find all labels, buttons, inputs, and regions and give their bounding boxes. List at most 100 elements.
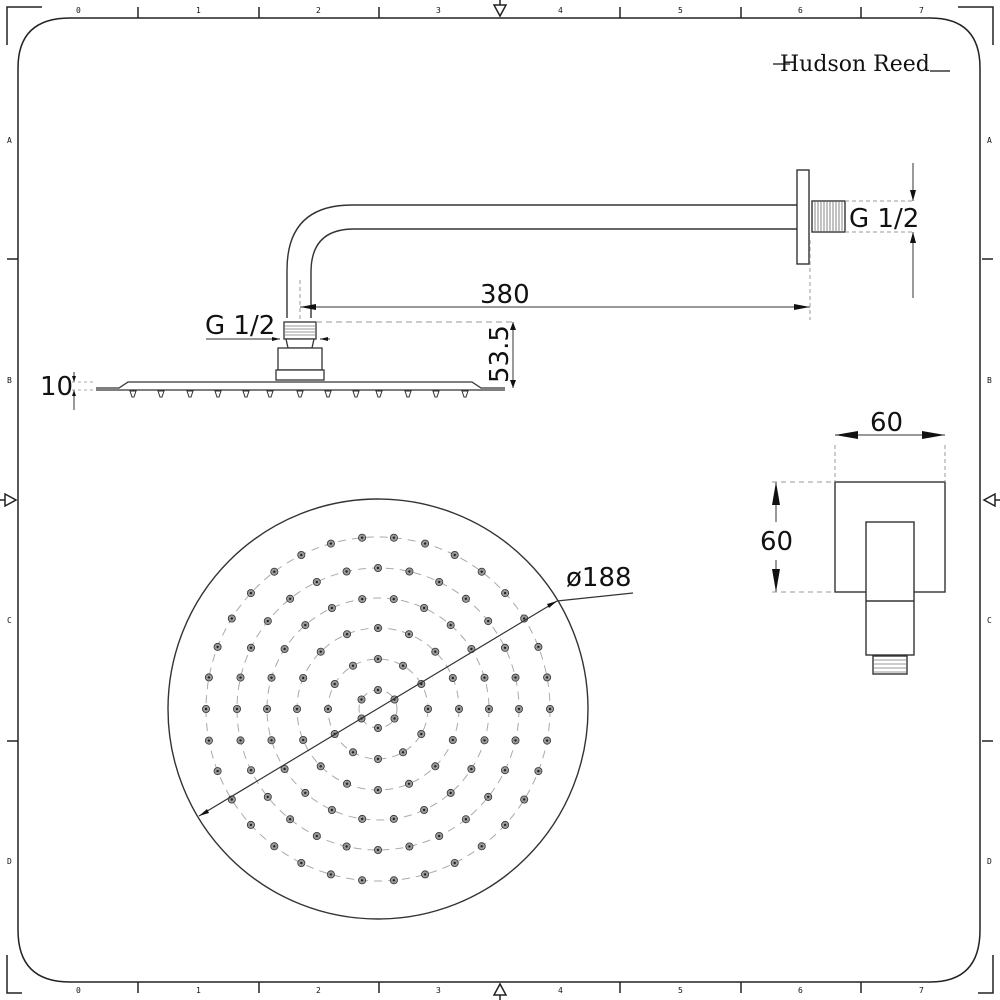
wall-outlet-view [834, 481, 946, 675]
nozzle-center [295, 707, 299, 711]
nozzle-center [207, 676, 211, 679]
side-view-shower-arm [286, 169, 846, 318]
col-label-1: 1 [196, 6, 201, 15]
head-thread-dimension: G 1/2 [205, 311, 275, 341]
nozzle-center [393, 717, 396, 720]
nozzle-center [249, 646, 253, 649]
nozzle-center [376, 757, 380, 761]
nozzle-center [273, 845, 276, 848]
head-thickness-dimension: 10 [40, 372, 73, 402]
nozzle-center [330, 606, 334, 610]
nozzle-center [376, 566, 380, 570]
nozzle-center [408, 570, 411, 573]
row-label-d: D [7, 857, 12, 866]
col-label-7: 7 [919, 986, 924, 995]
nozzle-center [451, 738, 454, 742]
nozzle-center [453, 553, 456, 557]
row-label-d: D [987, 857, 992, 866]
shower-head-top-view [167, 498, 634, 920]
nozzle-center [457, 707, 461, 711]
col-label-1: 1 [196, 986, 201, 995]
nozzle-center [438, 580, 441, 584]
nozzle-center [376, 657, 380, 661]
outlet-height-dimension: 60 [760, 527, 793, 557]
col-label-2: 2 [316, 986, 321, 995]
nozzle-center [545, 676, 549, 679]
col-label-0: 0 [76, 986, 81, 995]
col-label-4: 4 [558, 6, 563, 15]
nozzle-center [326, 707, 330, 711]
nozzle-center [470, 647, 473, 651]
diameter-dimension: ø188 [566, 563, 632, 593]
dimension-arrows-outlet [772, 431, 945, 592]
nozzle-center [333, 682, 336, 686]
col-label-0: 0 [76, 6, 81, 15]
column-labels-top: 0 1 2 3 4 5 6 7 [76, 6, 924, 15]
nozzle-center [249, 769, 253, 772]
nozzle-center [270, 739, 273, 742]
col-label-5: 5 [678, 986, 683, 995]
nozzle-center [273, 570, 276, 573]
nozzle-center [265, 707, 269, 711]
nozzle-center [266, 619, 269, 623]
nozzle-center [329, 873, 333, 876]
nozzle-center [361, 817, 364, 821]
nozzle-center [487, 795, 490, 799]
nozzle-center [503, 591, 507, 595]
col-label-4: 4 [558, 986, 563, 995]
row-label-c: C [7, 616, 12, 625]
nozzle-center [345, 782, 349, 785]
nozzle-center [300, 861, 303, 865]
col-label-3: 3 [436, 986, 441, 995]
nozzle-center [376, 726, 380, 730]
nozzle-center [207, 739, 211, 742]
nozzle-center [392, 879, 396, 882]
nozzle-center [392, 536, 396, 539]
row-label-b: B [987, 376, 992, 385]
nozzle-center [288, 818, 292, 821]
row-label-b: B [7, 376, 12, 385]
nozzle-center [283, 647, 286, 651]
brand-name: Hudson Reed [780, 52, 930, 77]
row-labels-left: A B C D [7, 136, 12, 866]
dimension-arrows-side [72, 190, 916, 396]
nozzle-center [545, 739, 549, 742]
shower-head-side [96, 381, 505, 391]
brand-logo: Hudson Reed [773, 52, 950, 77]
nozzle-center [361, 597, 364, 601]
col-label-3: 3 [436, 6, 441, 15]
nozzle-center [517, 707, 521, 711]
nozzle-center [392, 817, 395, 821]
nozzle-center [434, 765, 437, 768]
col-label-2: 2 [316, 6, 321, 15]
nozzle-center [319, 765, 322, 768]
nozzle-center [230, 798, 233, 801]
row-label-c: C [987, 616, 992, 625]
row-label-a: A [987, 136, 992, 145]
row-labels-right: A B C D [987, 136, 992, 866]
nozzle-center [345, 570, 348, 573]
nozzle-center [270, 676, 273, 679]
nozzle-center [449, 791, 452, 795]
col-label-5: 5 [678, 6, 683, 15]
nozzle-center [423, 542, 427, 545]
wall-thread-dimension: G 1/2 [849, 204, 919, 234]
head-thread-hatching [285, 325, 315, 336]
nozzle-center [503, 769, 507, 772]
nozzle-center [304, 791, 307, 795]
col-label-6: 6 [798, 986, 803, 995]
nozzle-center [300, 553, 303, 557]
nozzle-center [451, 676, 454, 680]
nozzle-center [360, 536, 364, 539]
wall-outlet-thread-hatching [873, 659, 907, 673]
nozzle-center [288, 597, 292, 600]
nozzle-center [514, 739, 517, 742]
nozzle-center [470, 767, 473, 771]
nozzle-center [453, 861, 456, 865]
col-label-6: 6 [798, 6, 803, 15]
nozzle-center [230, 617, 233, 620]
nozzles [201, 533, 555, 885]
nozzle-center [483, 739, 486, 742]
nozzle-center [434, 650, 437, 653]
